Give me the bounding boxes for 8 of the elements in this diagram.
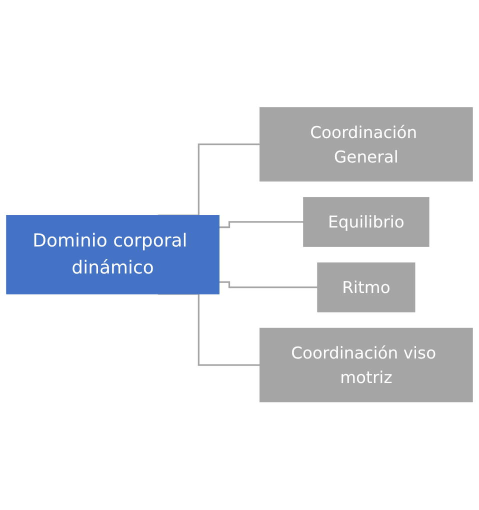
- node-box: Coordinación General: [260, 107, 473, 182]
- node-box: Coordinación viso motriz: [260, 328, 473, 403]
- connector: [219, 282, 318, 289]
- node-box: Equilibrio: [303, 197, 430, 248]
- node-box: Ritmo: [317, 262, 416, 313]
- node-box: Dominio corporal dinámico: [6, 215, 220, 295]
- connector: [219, 221, 304, 228]
- connector: [158, 144, 260, 217]
